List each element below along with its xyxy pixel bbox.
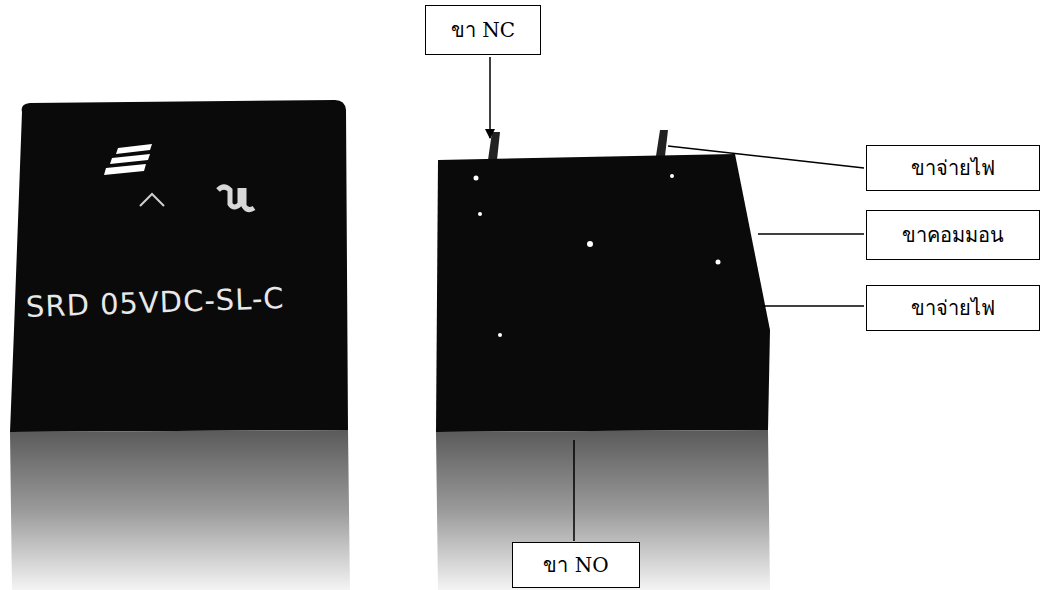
pin-label: ขาคอมมอน — [902, 223, 1004, 247]
leader-lines — [490, 57, 864, 541]
relay-front — [10, 100, 350, 590]
pin-label: ขา NC — [451, 18, 515, 42]
pin-label: ขาจ่ายไฟ — [911, 296, 995, 320]
pin-label: ขาจ่ายไฟ — [911, 156, 995, 180]
pin-label: ขา NO — [543, 553, 608, 577]
relay-back — [436, 130, 770, 590]
label-box: ขา NO — [512, 542, 640, 588]
label-box: ขา NC — [425, 5, 541, 55]
label-box: ขาคอมมอน — [866, 210, 1040, 260]
label-box: ขาจ่ายไฟ — [866, 145, 1040, 191]
label-box: ขาจ่ายไฟ — [866, 285, 1040, 331]
